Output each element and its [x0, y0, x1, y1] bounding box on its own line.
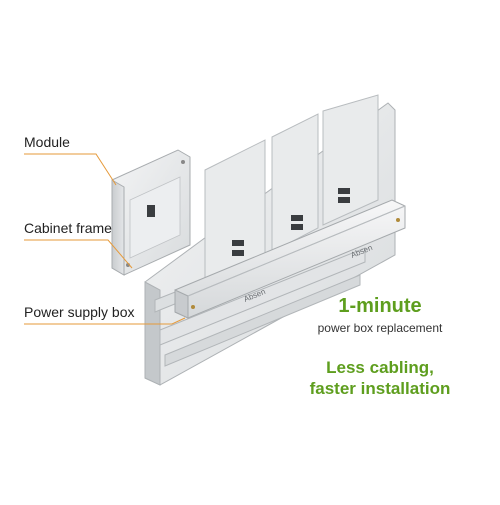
- leader-line-module: [24, 153, 117, 186]
- label-power-supply-box: Power supply box: [24, 304, 135, 320]
- headline-main: 1-minute: [338, 295, 422, 317]
- headline-sub: power box replacement: [317, 321, 443, 335]
- label-module: Module: [24, 134, 70, 150]
- label-cabinet-frame: Cabinet frame: [24, 220, 112, 236]
- leader-line-cabinet: [24, 239, 133, 269]
- power-supply-box: Absen Absen: [174, 199, 406, 319]
- tagline-line1: Less cabling,: [326, 358, 434, 377]
- leader-line-power: [24, 317, 186, 325]
- module-panel: [111, 149, 191, 276]
- tagline-line2: faster installation: [309, 379, 451, 398]
- leader-lines: [24, 153, 186, 325]
